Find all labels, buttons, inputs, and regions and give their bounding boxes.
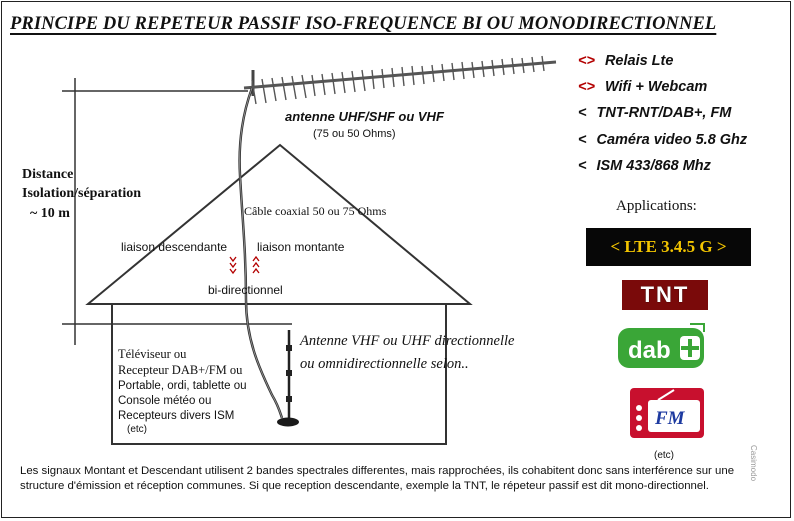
app-item-wifi: <>Wifi + Webcam [578,79,708,95]
yagi-antenna [243,55,557,105]
list-marker: < [578,105,587,121]
footer-note: Les signaux Montant et Descendant utilis… [20,465,735,492]
indoor-antenna-label-1: Antenne VHF ou UHF directionnelle [300,333,515,349]
isolation-label: Isolation/séparation [22,186,142,201]
antenna-label: antenne UHF/SHF ou VHF [285,109,444,124]
downlink-label: liaison descendante [121,240,228,254]
tnt-logo: TNT [622,280,708,310]
list-marker: < [578,158,587,174]
receiver-item: Recepteurs divers ISM [118,410,235,422]
list-marker: <> [578,53,595,69]
page-title: PRINCIPE DU REPETEUR PASSIF ISO-FREQUENC… [10,14,717,34]
distance-label: Distance [22,167,74,182]
uplink-arrows [252,255,260,274]
dab-logo: dab [618,323,705,368]
list-marker: < [578,132,587,148]
distance-value: ~ 10 m [30,206,70,221]
lte-logo: < LTE 3.4.5 G > [586,228,751,266]
list-marker: <> [578,79,595,95]
app-item-relais-lte: <>Relais Lte [578,53,674,69]
fm-logo-text: FM [654,408,686,429]
app-item-camera: <Caméra video 5.8 Ghz [578,132,748,148]
indoor-antenna [277,330,299,427]
fm-logo: FM [630,388,704,438]
app-item-ism: <ISM 433/868 Mhz [578,158,711,174]
receiver-item: Téléviseur ou [118,347,187,361]
receiver-item: (etc) [127,424,147,435]
bidirectional-label: bi-directionnel [208,283,283,297]
receiver-item: Console météo ou [118,395,212,407]
applications-heading: Applications: [616,198,697,214]
dab-logo-text: dab [628,337,671,364]
uplink-label: liaison montante [257,240,345,254]
house-roof [85,143,473,305]
house-walls [111,304,447,445]
receiver-item: Portable, ordi, tablette ou [118,380,247,392]
downlink-arrows [229,256,237,275]
etc-note: (etc) [654,450,674,461]
antenna-impedance: (75 ou 50 Ohms) [313,128,396,140]
receiver-item: Recepteur DAB+/FM ou [118,363,243,377]
indoor-antenna-label-2: ou omnidirectionnelle selon.. [300,356,469,372]
cable-label: Câble coaxial 50 ou 75 Ohms [244,204,387,218]
app-item-tnt: <TNT-RNT/DAB+, FM [578,105,732,121]
